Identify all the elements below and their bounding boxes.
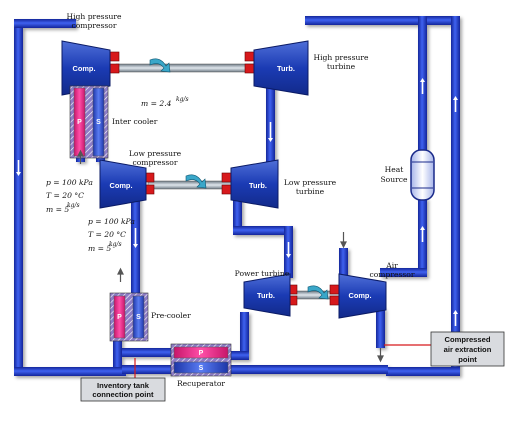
inventory-tank-callout: Inventory tank connection point [80, 358, 166, 402]
lp-turbine-label-2: turbine [296, 187, 325, 196]
low-pressure-turbine: Turb. [230, 159, 279, 209]
hp-turbine-label-1: High pressure [313, 53, 369, 62]
machine-label: Turb. [249, 181, 267, 190]
inter-cooler: P S [69, 85, 109, 159]
flow-unit: kg/s [67, 202, 80, 209]
power-turbine-label: Power turbine [235, 269, 290, 278]
secondary-tag: S [96, 119, 101, 126]
inlet-conditions-2: p = 100 kPa T = 20 °C m = 5 kg/s [88, 217, 135, 253]
inlet-conditions-1: p = 100 kPa T = 20 °C m = 5 kg/s [46, 178, 93, 214]
secondary-tag: S [136, 314, 141, 321]
secondary-tag: S [199, 365, 204, 372]
hp-compressor-label-2: compressor [71, 21, 116, 30]
recuperator-label: Recuperator [177, 379, 225, 388]
flow-rate-annotation: m = 2.4 kg/s [141, 96, 189, 108]
flow-unit: kg/s [109, 241, 122, 248]
air-compressor-label-2: compressor [369, 270, 414, 279]
machine-label: Turb. [277, 64, 295, 73]
hp-compressor-label-1: High pressure [66, 12, 122, 21]
flow-arrows [16, 78, 458, 326]
machine-label: Comp. [349, 291, 372, 300]
power-turbine: Turb. [243, 273, 291, 317]
inter-cooler-label: Inter cooler [112, 117, 158, 126]
rotation-arrow-icon [149, 58, 329, 300]
pressure-value: p = 100 kPa [88, 217, 135, 226]
primary-tag: P [77, 119, 82, 126]
pre-cooler: P S [109, 292, 149, 342]
recuperator: P S [170, 343, 232, 377]
callout-line-2: connection point [92, 390, 154, 399]
pre-cooler-label: Pre-cooler [151, 311, 191, 320]
compressed-air-callout: Compressed air extraction point [384, 331, 505, 367]
pressure-value: p = 100 kPa [46, 178, 93, 187]
lp-compressor-label-1: Low pressure [129, 149, 182, 158]
air-compressor: Comp. [338, 273, 387, 319]
inlet-arrow-icon [77, 149, 384, 363]
lp-turbine-label-1: Low pressure [284, 178, 337, 187]
lp-compressor-label-2: compressor [132, 158, 177, 167]
air-compressor-label-1: Air [385, 261, 398, 270]
primary-tag: P [117, 314, 122, 321]
callout-line-1: Compressed [444, 335, 490, 344]
machine-label: Comp. [110, 181, 133, 190]
low-pressure-compressor: Comp. [99, 159, 147, 209]
temperature-value: T = 20 °C [88, 230, 126, 239]
flow-value: m = 5 [88, 244, 111, 253]
heat-source-label-2: Source [380, 175, 408, 184]
flow-rate-value: m = 2.4 [141, 99, 172, 108]
primary-tag: P [199, 350, 204, 357]
machine-label: Turb. [257, 291, 275, 300]
bearings [109, 51, 340, 306]
hp-turbine-label-2: turbine [327, 62, 356, 71]
machine-label: Comp. [73, 64, 96, 73]
high-pressure-compressor: Comp. [61, 40, 111, 96]
temperature-value: T = 20 °C [46, 191, 84, 200]
callout-line-1: Inventory tank [97, 381, 150, 390]
component-labels: High pressure compressor High pressure t… [66, 12, 414, 388]
callout-line-3: point [458, 355, 477, 364]
callout-line-2: air extraction [444, 345, 492, 354]
heat-source-label-1: Heat [385, 165, 404, 174]
flow-value: m = 5 [46, 205, 69, 214]
flow-rate-unit: kg/s [176, 96, 189, 103]
high-pressure-turbine: Turb. [253, 40, 309, 96]
heat-source [410, 149, 435, 201]
